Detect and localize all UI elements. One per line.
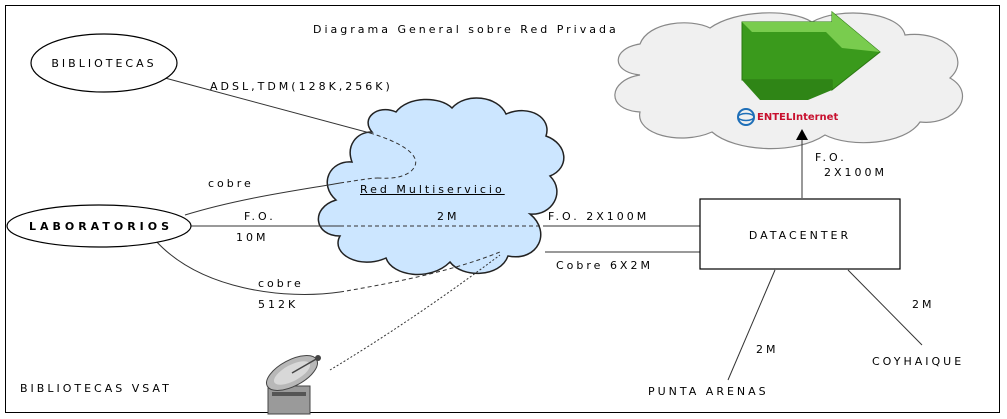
bibliotecas-vsat-label: BIBLIOTECAS VSAT xyxy=(20,382,172,395)
cloud-2m-label: 2M xyxy=(437,210,460,223)
bibliotecas-label: BIBLIOTECAS xyxy=(51,57,157,70)
datacenter-label: DATACENTER xyxy=(748,229,852,242)
coy-2m-label: 2M xyxy=(912,298,935,311)
arrow-up-icon xyxy=(796,129,808,140)
cobre-lower-label: cobre xyxy=(258,277,304,290)
bibliotecas-node xyxy=(30,33,178,93)
internet-arrow-icon xyxy=(741,10,881,100)
internet-logo: ENTELInternet xyxy=(757,111,838,124)
datacenter-node xyxy=(699,198,901,270)
cobre-dc-label: Cobre 6X2M xyxy=(556,259,653,272)
fo-up-label: F.O. xyxy=(815,151,847,164)
coyhaique-label: COYHAIQUE xyxy=(872,355,965,368)
fo-up-bw-label: 2X100M xyxy=(824,166,888,179)
laboratorios-label: LABORATORIOS xyxy=(28,220,174,233)
laboratorios-node xyxy=(6,204,192,248)
pa-2m-label: 2M xyxy=(756,343,779,356)
fo-lab-label: F.O. xyxy=(244,210,276,223)
entel-logo-text: ENTELInternet xyxy=(757,112,839,123)
adsl-tdm-label: ADSL,TDM(128K,256K) xyxy=(210,80,393,93)
diagram-title: Diagrama General sobre Red Privada xyxy=(313,23,619,36)
red-multiservicio-cloud xyxy=(317,97,565,276)
diagram-frame xyxy=(5,5,1000,413)
lower-512k-label: 512K xyxy=(258,298,299,311)
punta-arenas-label: PUNTA ARENAS xyxy=(648,385,769,398)
lab-10m-label: 10M xyxy=(236,231,269,244)
cloud-label: Red Multiservicio xyxy=(360,183,505,196)
satellite-dish-icon xyxy=(266,355,321,415)
fo-dc-label: F.O. 2X100M xyxy=(548,210,650,223)
cobre-upper-label: cobre xyxy=(208,177,254,190)
entel-logo-icon xyxy=(737,108,755,126)
connection-lines xyxy=(154,77,923,381)
